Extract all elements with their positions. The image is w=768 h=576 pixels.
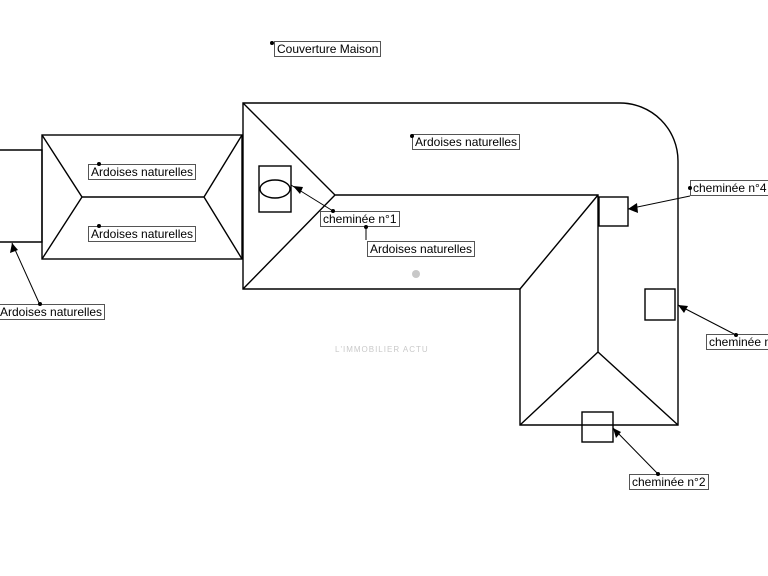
chimney-1-anchor-dot <box>331 209 335 213</box>
label-main-roof: Ardoises naturelles <box>412 134 521 150</box>
middle-anchor-dot <box>364 225 368 229</box>
main-roof-outline <box>242 102 679 426</box>
chimney-1-flue <box>259 179 291 199</box>
chimney-right-anchor-dot <box>734 333 738 337</box>
chimney-2-anchor-dot <box>656 472 660 476</box>
label-chimney-2: cheminée n°2 <box>629 474 709 490</box>
left-annex-outline <box>0 149 43 243</box>
leader-chimney-4 <box>627 195 691 210</box>
center-marker <box>412 270 420 278</box>
arrowhead-far-left <box>10 243 18 253</box>
arrowhead-chimney-right <box>678 305 688 313</box>
chimney-1 <box>258 165 292 213</box>
chimney-4-anchor-dot <box>688 186 692 190</box>
title-anchor-dot <box>270 41 274 45</box>
watermark: L'IMMOBILIER ACTU <box>335 345 429 354</box>
leader-chimney-right <box>677 304 737 336</box>
label-left-top: Ardoises naturelles <box>88 164 197 180</box>
chimney-2 <box>581 411 614 443</box>
label-left-bottom: Ardoises naturelles <box>88 226 197 242</box>
left-bottom-anchor-dot <box>97 224 101 228</box>
leader-far-left <box>11 242 41 306</box>
left-hip-ridges <box>41 134 243 260</box>
title-label: Couverture Maison <box>274 41 382 57</box>
label-middle: Ardoises naturelles <box>367 241 476 257</box>
main-roof-ridges <box>242 102 679 426</box>
label-far-left: Ardoises naturelles <box>0 304 106 320</box>
arrowhead-chimney-1 <box>293 186 303 194</box>
label-chimney-1: cheminée n°1 <box>320 211 400 227</box>
arrowhead-chimney-4 <box>628 203 638 213</box>
arrowhead-chimney-2 <box>613 428 621 438</box>
left-hip-roof <box>41 134 243 260</box>
chimney-4 <box>598 196 629 227</box>
left-top-anchor-dot <box>97 162 101 166</box>
chimney-right <box>644 288 676 321</box>
label-chimney-4: cheminée n°4 <box>690 180 768 196</box>
far-left-anchor-dot <box>38 302 42 306</box>
main-roof-anchor-dot <box>410 134 414 138</box>
leader-chimney-2 <box>612 427 659 475</box>
